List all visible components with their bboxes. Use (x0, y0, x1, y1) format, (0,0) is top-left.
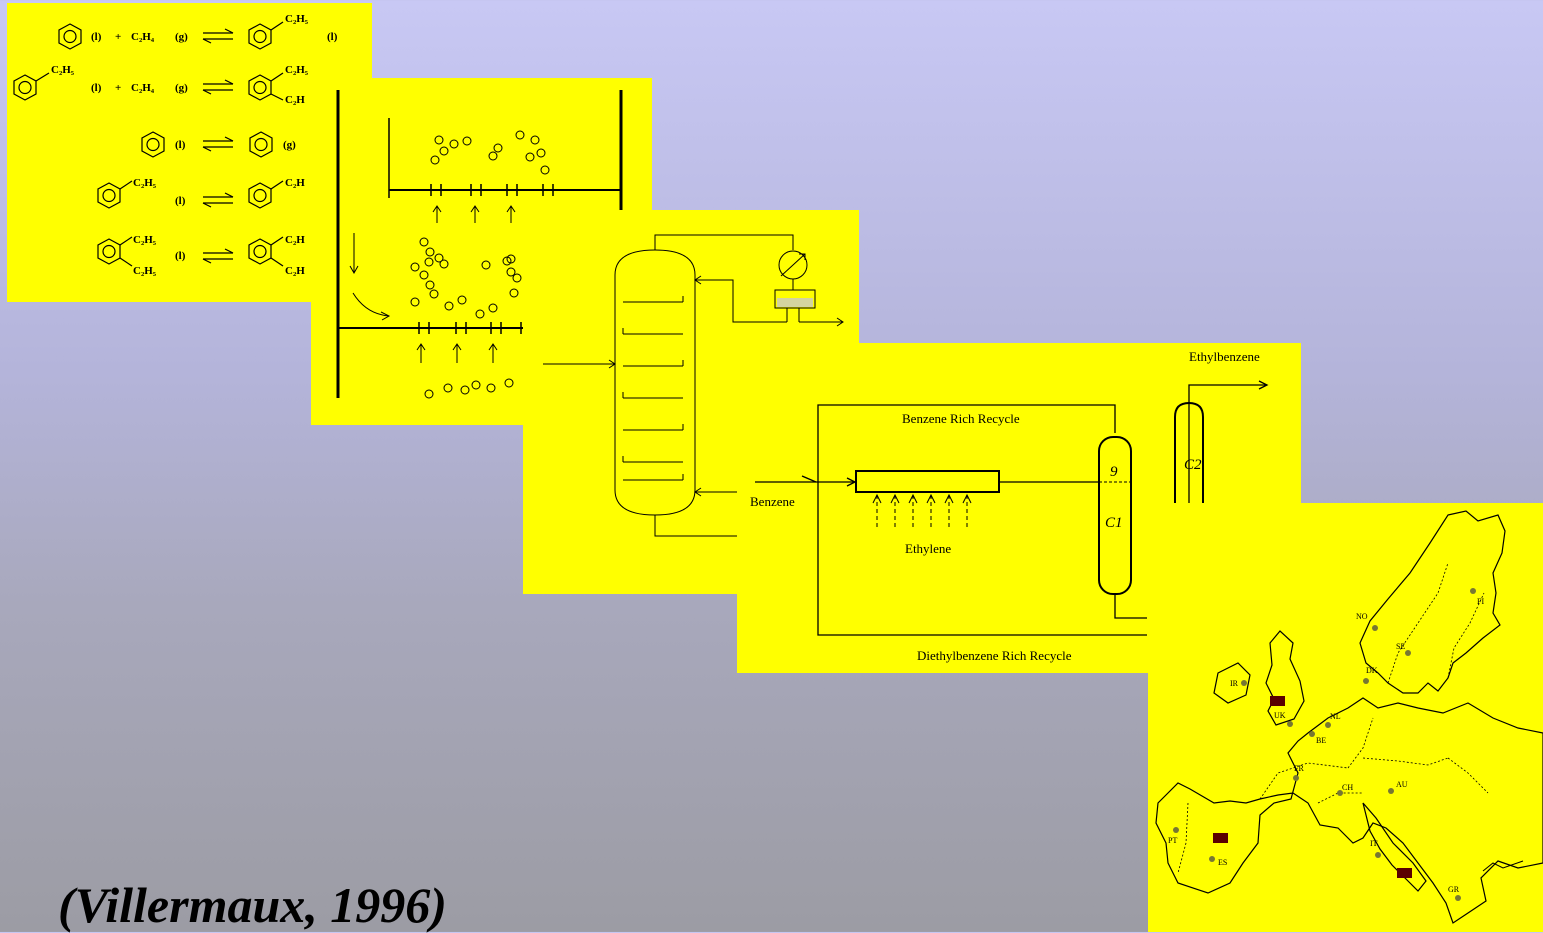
ethylbenzene-label: Ethylbenzene (1189, 349, 1260, 364)
state-label: (l) (91, 31, 102, 43)
site-marker (1270, 696, 1285, 706)
tray-number-label: 9 (1110, 464, 1118, 480)
benzene-ring (249, 24, 271, 49)
state-label: (l) (327, 31, 338, 43)
diethylbenzene-recycle-label: Diethylbenzene Rich Recycle (917, 648, 1072, 663)
benzene-ring (250, 132, 272, 157)
country-label-no: NO (1356, 612, 1368, 621)
country-label-fr: FR (1294, 764, 1304, 773)
ethyl-group-label: C₂H₅ (51, 64, 75, 76)
benzene-ring (98, 183, 120, 208)
ethyl-group-label: C₂H₅ (133, 234, 157, 246)
europe-map-drawing: FI NO SE DK IR UK NL BE FR AU CH PT ES IT GR (1148, 503, 1543, 932)
country-label-ch: CH (1342, 783, 1353, 792)
site-marker (1213, 833, 1228, 843)
benzene-ring (142, 132, 164, 157)
benzene-ring (98, 239, 120, 264)
country-label-gr: GR (1448, 885, 1460, 894)
equilibrium-arrow (203, 29, 233, 43)
plus-sign: + (115, 82, 121, 94)
benzene-ring (249, 239, 271, 264)
benzene-ring (14, 75, 36, 100)
ethyl-group-label: C₂H₅ (133, 177, 157, 189)
ethyl-group-label: C₂H₅ (285, 13, 309, 25)
ethyl-group-label: C₂H (285, 265, 305, 277)
state-label: (g) (175, 82, 188, 94)
continent-outline (1156, 698, 1543, 923)
ethyl-group-label: C₂H₅ (133, 265, 157, 277)
ethyl-group-label: C₂H (285, 234, 305, 246)
country-label-au: AU (1396, 780, 1408, 789)
country-label-uk: UK (1274, 711, 1286, 720)
ethyl-group-label: C₂H (285, 177, 305, 189)
state-label: (g) (283, 139, 296, 151)
reactor (856, 471, 999, 492)
ethyl-group-label: C₂H₅ (285, 64, 309, 76)
country-label-dk: DK (1366, 666, 1378, 675)
c2-label: C2 (1184, 457, 1202, 473)
equilibrium-arrow (203, 249, 233, 263)
state-label: (l) (175, 139, 186, 151)
site-marker (1397, 868, 1412, 878)
equilibrium-arrow (203, 137, 233, 151)
plus-sign: + (115, 31, 121, 43)
country-label-se: SE (1396, 642, 1405, 651)
citation-caption: (Villermaux, 1996) (58, 880, 447, 930)
equilibrium-arrow (203, 193, 233, 207)
benzene-ring (249, 183, 271, 208)
equilibrium-arrow (203, 80, 233, 94)
benzene-ring (59, 24, 81, 49)
state-label: (l) (175, 250, 186, 262)
ethylene-formula: C₂H₄ (131, 82, 155, 94)
country-label-be: BE (1316, 736, 1326, 745)
state-label: (l) (91, 82, 102, 94)
state-label: (l) (175, 195, 186, 207)
country-label-nl: NL (1330, 712, 1341, 721)
benzene-feed-label: Benzene (750, 494, 795, 509)
country-label-pt: PT (1168, 836, 1177, 845)
benzene-recycle-label: Benzene Rich Recycle (902, 411, 1020, 426)
ethylene-label: Ethylene (905, 541, 951, 556)
ethylene-formula: C₂H₄ (131, 31, 155, 43)
state-label: (g) (175, 31, 188, 43)
ethyl-group-label: C₂H (285, 94, 305, 106)
country-label-it: IT (1370, 839, 1378, 848)
c1-label: C1 (1105, 515, 1123, 531)
country-label-fi: FI (1477, 597, 1484, 606)
europe-map-panel: FI NO SE DK IR UK NL BE FR AU CH PT ES IT GR (1148, 503, 1543, 932)
country-label-ir: IR (1230, 679, 1239, 688)
country-label-es: ES (1218, 858, 1227, 867)
benzene-ring (249, 75, 271, 100)
